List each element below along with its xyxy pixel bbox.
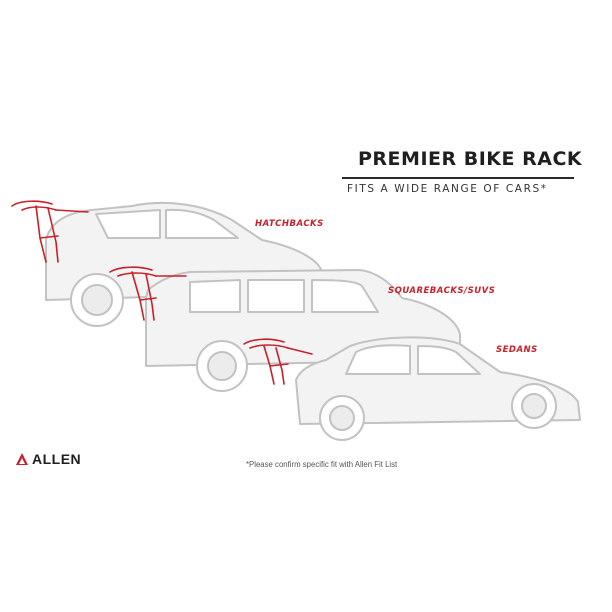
brand-name: ALLEN xyxy=(32,451,82,467)
squarebacks-suvs-label: SQUAREBACKS/SUVS xyxy=(388,286,496,296)
page-title: PREMIER BIKE RACK xyxy=(358,148,583,170)
brand-logo: ALLEN xyxy=(15,451,81,467)
sedans-label: SEDANS xyxy=(496,345,538,355)
title-divider xyxy=(342,177,574,179)
sedan-bike-rack-icon xyxy=(243,338,313,385)
squareback-bike-rack-icon xyxy=(109,266,187,321)
fit-footnote: *Please confirm specific fit with Allen … xyxy=(246,460,398,469)
allen-logo-icon xyxy=(16,453,28,465)
sedan-car-icon xyxy=(295,336,581,441)
hatchback-bike-rack-icon xyxy=(11,200,89,263)
page-subtitle: FITS A WIDE RANGE OF CARS* xyxy=(347,183,548,195)
hatchbacks-label: HATCHBACKS xyxy=(255,219,324,229)
